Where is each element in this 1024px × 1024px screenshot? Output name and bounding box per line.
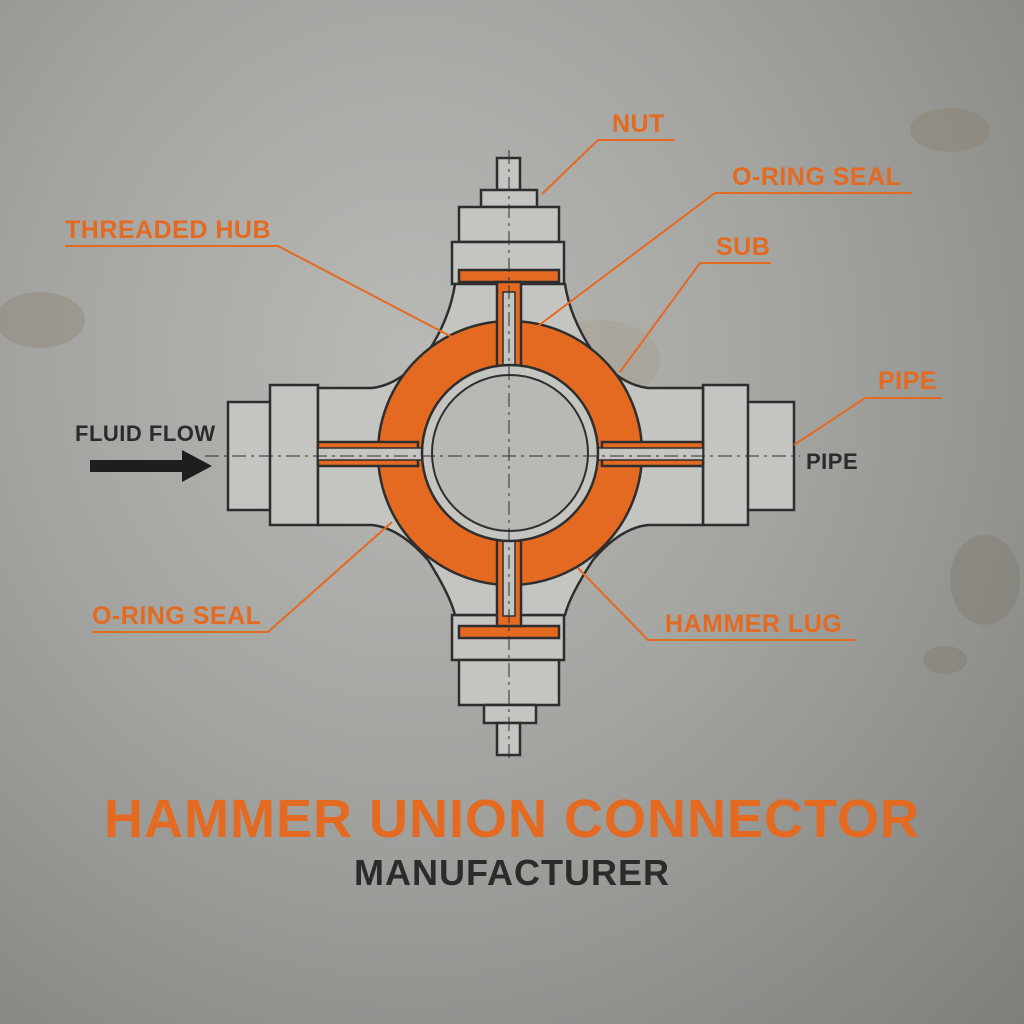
leader-lines [65,139,942,641]
threaded-hub-leader [65,245,453,338]
oring-top-leader [537,192,912,327]
callout-hammer-lug: HAMMER LUG [665,610,843,638]
right-passage [597,447,704,461]
flow-arrow [90,450,212,482]
pipe-outlet-label: PIPE [806,449,859,474]
page-subtitle: MANUFACTURER [354,852,670,893]
nut-leader [541,139,675,195]
fluid-flow-label: FLUID FLOW [75,421,216,446]
bottom-nut [482,703,538,725]
sub-leader [619,262,771,373]
page-title: HAMMER UNION CONNECTOR [104,789,920,849]
callout-sub: SUB [716,233,771,261]
callout-pipe: PIPE [878,367,937,395]
callout-oring-seal-bottom: O-RING SEAL [92,602,262,630]
inner-bore [431,374,589,532]
callout-threaded-hub: THREADED HUB [65,216,271,244]
hammer-lug-leader [577,567,855,641]
pipe-leader [793,397,942,446]
centerlines [205,150,800,760]
left-passage [317,447,423,461]
left-flange [268,383,320,527]
seal-assembly [316,268,705,640]
callout-nut: NUT [612,110,665,138]
oring-bottom-leader [92,521,393,633]
callout-oring-seal-top: O-RING SEAL [732,163,902,191]
right-flange [701,383,750,527]
